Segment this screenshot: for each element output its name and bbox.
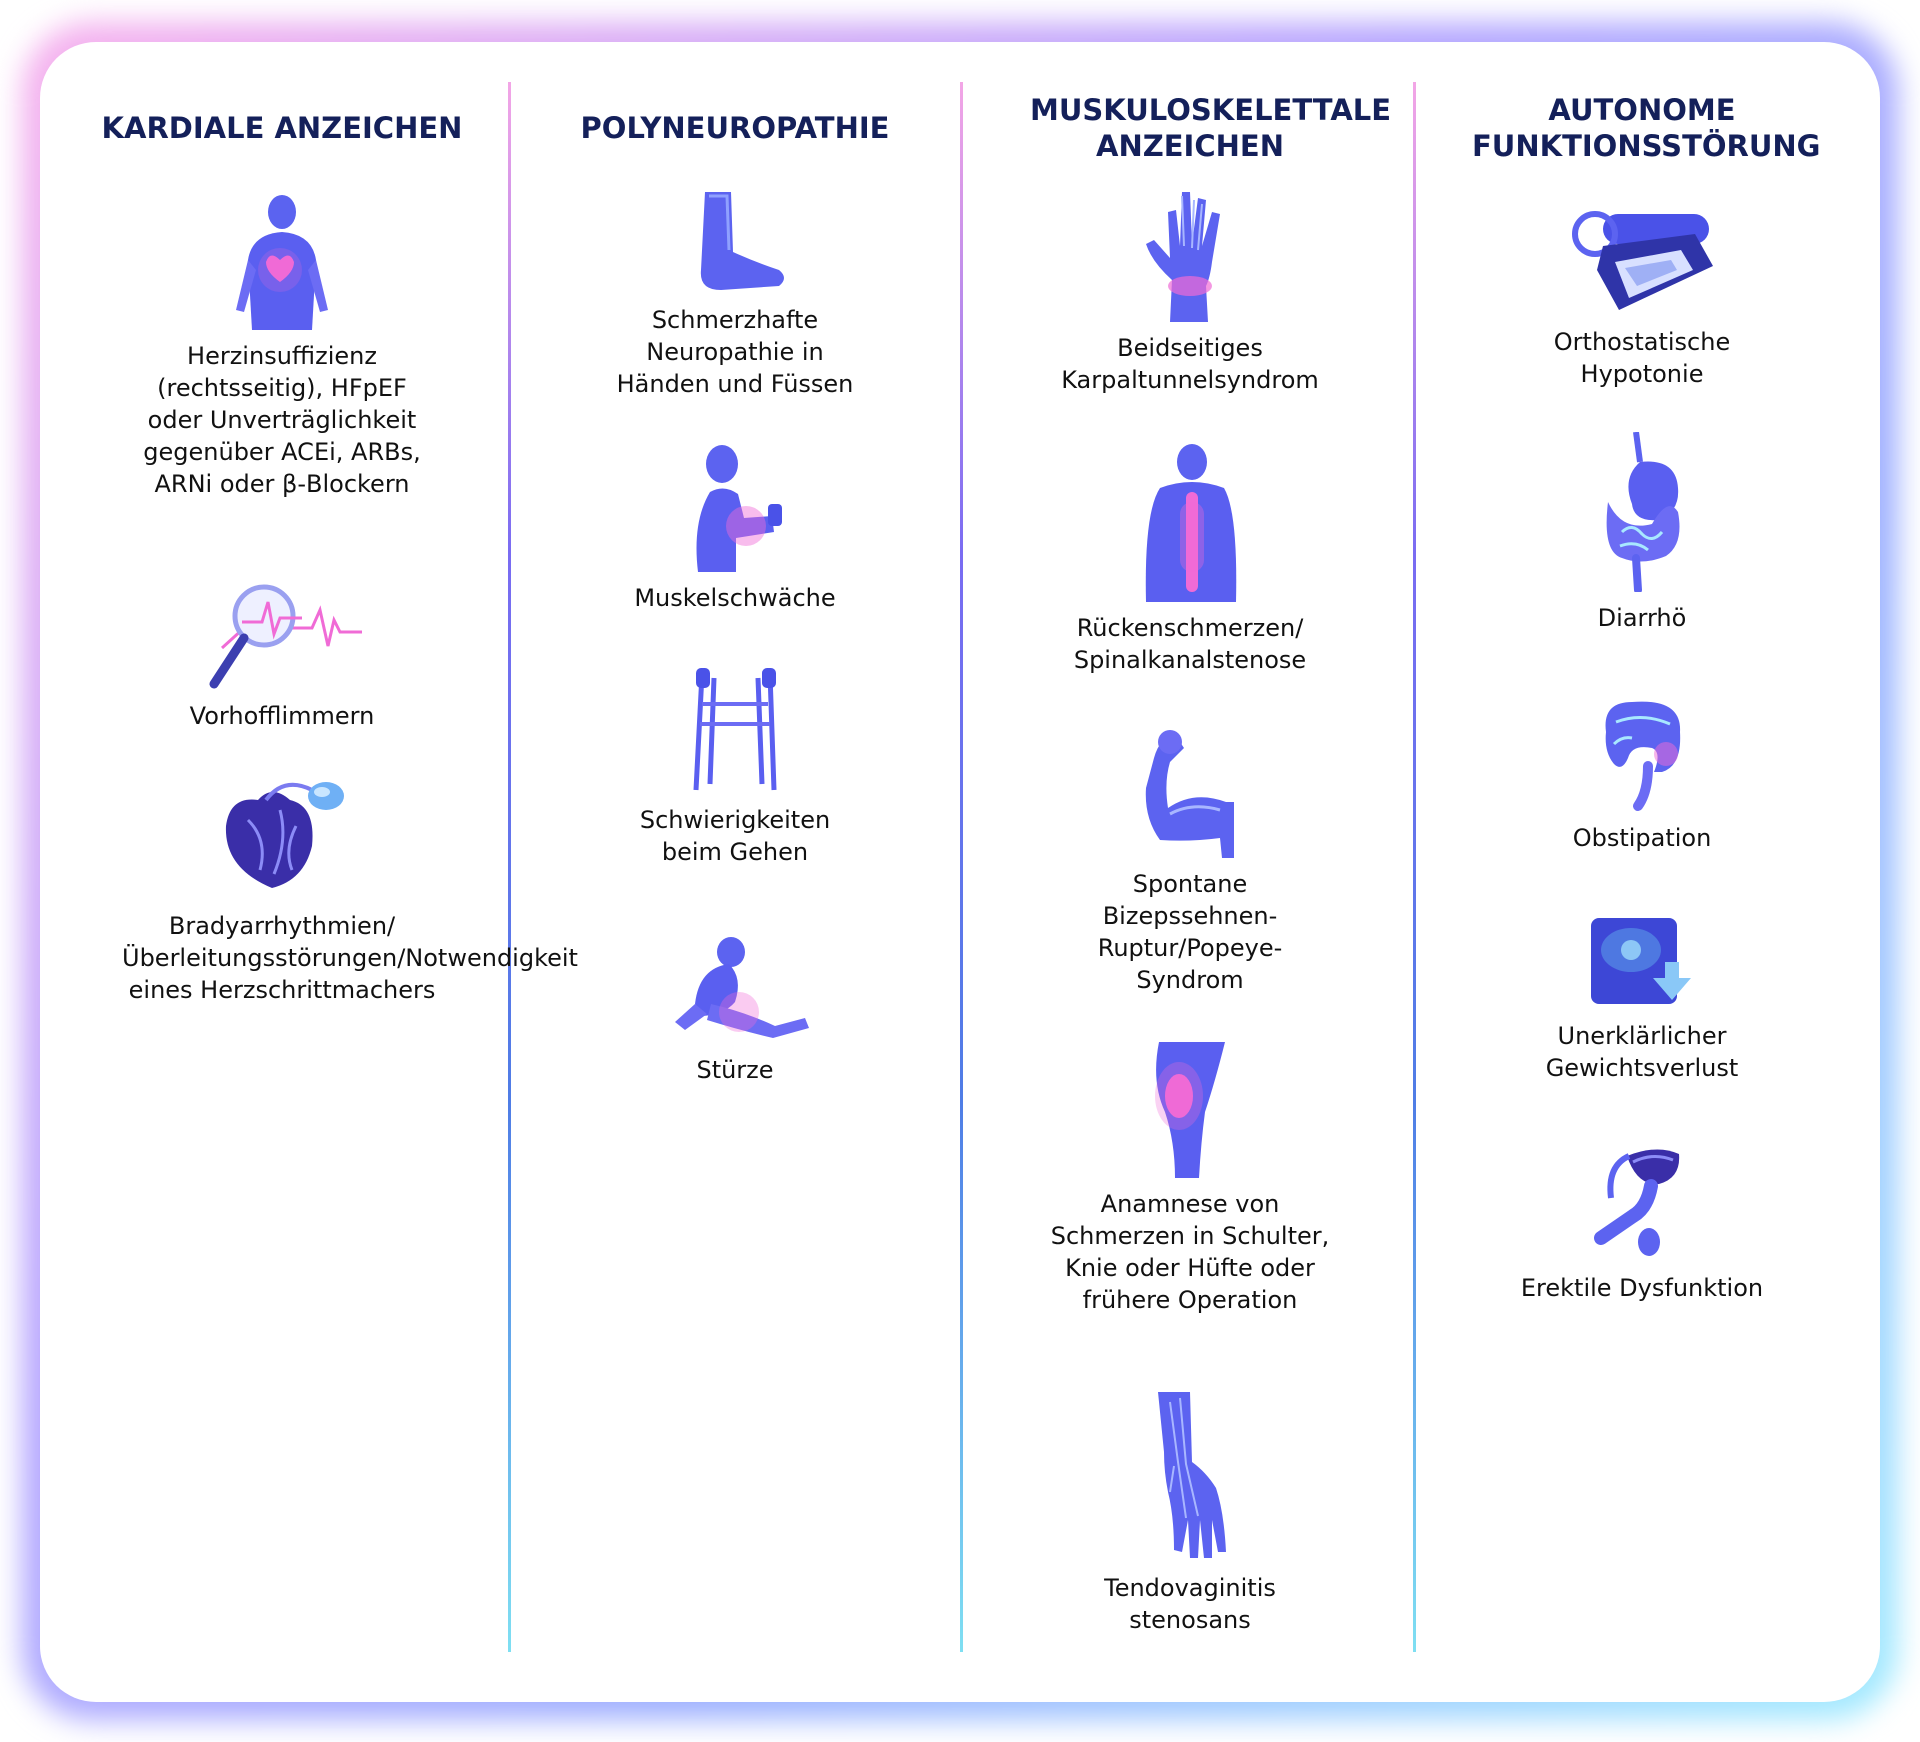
symptom-label: Rückenschmerzen/ Spinalkanalstenose [1073,614,1307,674]
torso-heart-icon [236,195,328,330]
column-title: POLYNEUROPATHIE [580,111,890,145]
column-cardiac: KARDIALE ANZEICHEN Herzinsuffizienz (rec… [90,42,578,1702]
symptom-label: Orthostatische Hypotonie [1553,328,1731,388]
symptom-item: Spontane Bizepssehnen-Ruptur/Popeye-Synd… [1000,728,1380,996]
symptom-label: Bradyarrhythmien/ Überleitungsstörungen/… [122,912,578,1004]
symptom-label: Erektile Dysfunktion [1520,1274,1764,1302]
arm-weakness-icon [696,445,782,572]
symptom-item: Erektile Dysfunktion [1452,1142,1832,1304]
symptom-item: Bradyarrhythmien/ Überleitungsstörungen/… [90,770,578,1006]
foot-icon [700,192,784,290]
symptoms-card: KARDIALE ANZEICHEN Herzinsuffizienz (rec… [40,42,1880,1702]
hand-wrist-icon [1146,192,1220,322]
symptom-item: Vorhofflimmern [90,580,474,732]
symptom-item: Beidseitiges Karpaltunnelsyndrom [1000,182,1380,396]
scale-weight-loss-icon [1591,918,1691,1004]
symptom-label: Unerklärlicher Gewichtsverlust [1545,1022,1739,1082]
walker-icon [693,668,777,791]
column-divider [960,82,963,1652]
column-musculoskeletal: MUSKULOSKELETTALE ANZEICHEN Beidseitiges… [1000,42,1392,1702]
symptom-label: Muskelschwäche [634,584,836,612]
symptom-label: Herzinsuffizienz (rechtsseitig), HFpEF o… [143,342,421,498]
hand-tendon-icon [1158,1392,1226,1558]
symptom-item: Stürze [550,934,920,1086]
symptom-item: Unerklärlicher Gewichtsverlust [1452,914,1832,1084]
symptom-item: Orthostatische Hypotonie [1452,206,1832,390]
symptom-label: Obstipation [1572,824,1712,852]
symptom-item: Rückenschmerzen/ Spinalkanalstenose [1000,442,1380,676]
column-divider [1413,82,1416,1652]
symptom-item: Diarrhö [1452,432,1832,634]
symptom-item: Schmerzhafte Neuropathie in Händen und F… [550,190,920,400]
blood-pressure-monitor-icon [1572,211,1713,310]
symptom-label: Schwierigkeiten beim Gehen [639,806,831,866]
column-title: KARDIALE ANZEICHEN [101,111,463,145]
digestive-tract-icon [1606,432,1680,592]
magnifier-ecg-icon [209,584,362,689]
column-polyneuropathy: POLYNEUROPATHIE Schmerzhafte Neuropathie… [550,42,920,1702]
symptom-item: Muskelschwäche [550,442,920,614]
symptom-item: Herzinsuffizienz (rechtsseitig), HFpEF o… [90,190,474,500]
fallen-person-icon [675,937,809,1038]
colon-icon [1605,701,1681,811]
symptom-item: Schwierigkeiten beim Gehen [550,664,920,868]
symptom-label: Vorhofflimmern [189,702,375,730]
symptom-label: Anamnese von Schmerzen in Schulter, Knie… [1050,1190,1330,1314]
symptom-label: Stürze [696,1056,774,1084]
male-reproductive-icon [1594,1149,1680,1256]
symptom-label: Diarrhö [1597,604,1687,632]
symptom-item: Obstipation [1452,692,1832,854]
symptom-label: Beidseitiges Karpaltunnelsyndrom [1061,334,1319,394]
symptom-label: Spontane Bizepssehnen-Ruptur/Popeye-Synd… [1097,870,1283,994]
symptom-label: Schmerzhafte Neuropathie in Händen und F… [616,306,854,398]
symptom-item: Anamnese von Schmerzen in Schulter, Knie… [1000,1042,1380,1316]
column-autonomic: AUTONOME FUNKTIONSSTÖRUNG Orthostatische… [1452,42,1832,1702]
column-divider [508,82,511,1652]
back-spine-icon [1145,444,1237,602]
column-title: AUTONOME FUNKTIONSSTÖRUNG [1472,93,1821,163]
knee-icon [1155,1042,1225,1178]
biceps-icon [1145,730,1234,858]
heart-pacemaker-icon [225,782,344,888]
column-title: MUSKULOSKELETTALE ANZEICHEN [1030,93,1392,163]
symptom-label: Tendovaginitis stenosans [1104,1574,1276,1634]
symptom-item: Tendovaginitis stenosans [1000,1392,1380,1636]
